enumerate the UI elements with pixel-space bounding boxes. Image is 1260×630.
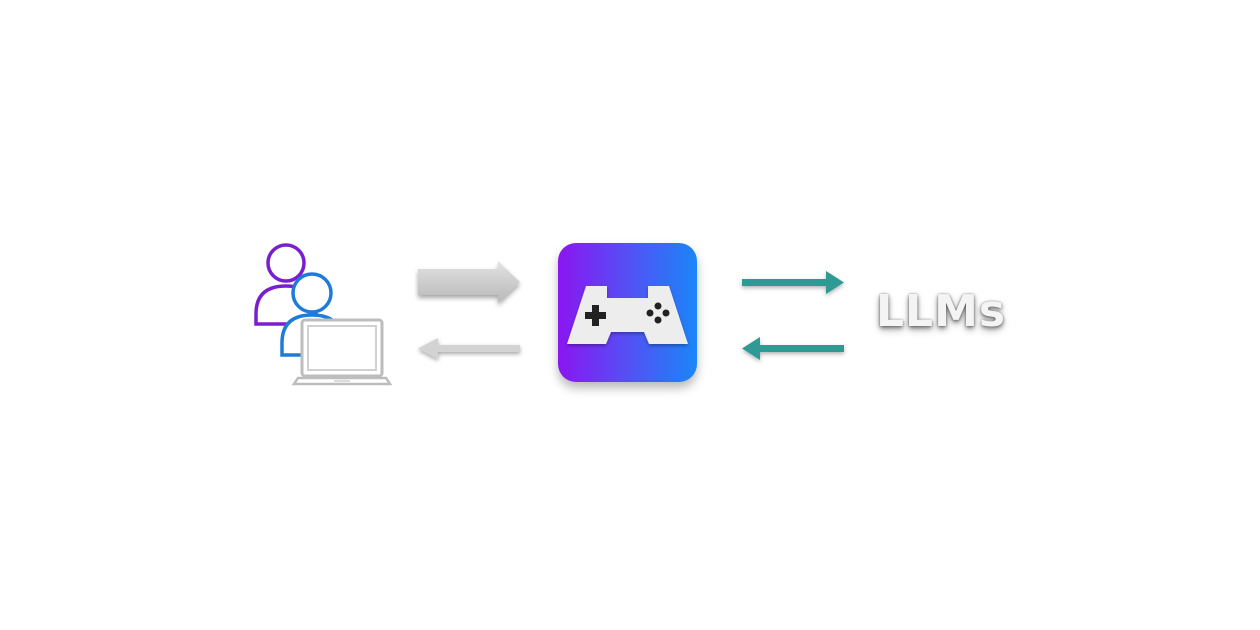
arrow-right-icon [414,258,526,308]
llm-label: LLMs [876,286,1007,337]
users-node [248,236,398,392]
arrow-left-icon [738,334,850,364]
users-with-laptop-icon [254,243,393,386]
arrow-right-icon [738,268,850,298]
arrow-left-icon [414,334,526,364]
gamepad-icon [567,286,688,344]
game-node [558,243,697,382]
